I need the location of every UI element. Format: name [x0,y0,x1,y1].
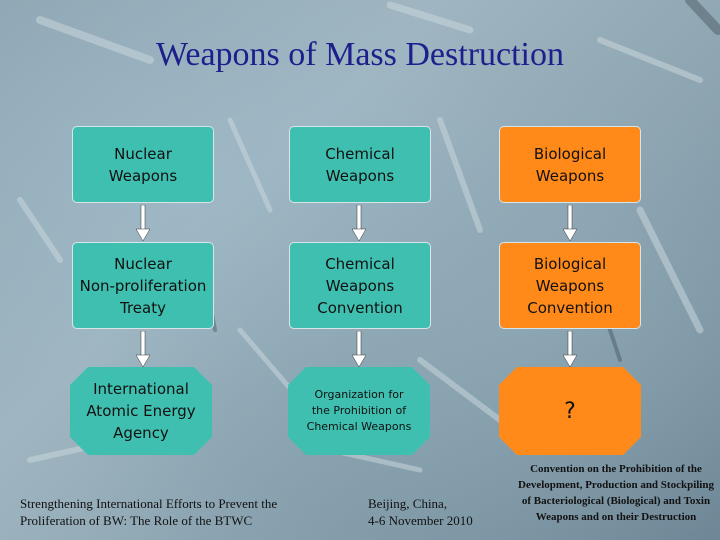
slide-title: Weapons of Mass Destruction [155,36,565,73]
arrow-down-icon [352,205,366,241]
missing-organization-box: ? [499,367,641,455]
arrow-down-icon [563,331,577,367]
footer-presentation-title: Strengthening International Efforts to P… [20,496,278,528]
opcw-organization-box: Organization for the Prohibition of Chem… [288,367,430,455]
biological-weapons-box: Biological Weapons [499,126,641,203]
footer-location-date: Beijing, China, 4-6 November 2010 [368,496,473,528]
arrow-down-icon [136,205,150,241]
nuclear-weapons-box: Nuclear Weapons [72,126,214,203]
chemical-weapons-box: Chemical Weapons [289,126,431,203]
arrow-down-icon [563,205,577,241]
arrow-down-icon [352,331,366,367]
arrow-down-icon [136,331,150,367]
iaea-organization-box: International Atomic Energy Agency [70,367,212,455]
npt-treaty-box: Nuclear Non-proliferation Treaty [72,242,214,329]
bwc-treaty-box: Biological Weapons Convention [499,242,641,329]
footer-convention-name: Convention on the Prohibition of the Dev… [518,463,714,523]
cwc-treaty-box: Chemical Weapons Convention [289,242,431,329]
